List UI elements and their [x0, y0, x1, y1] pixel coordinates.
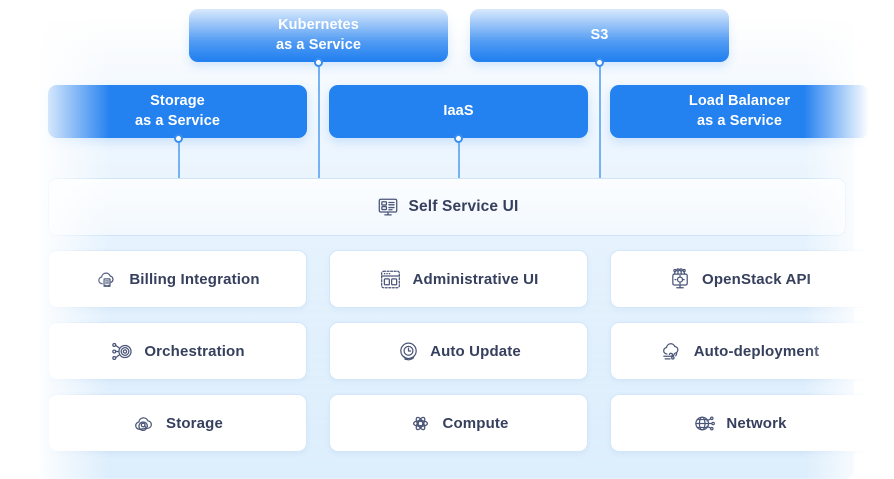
feature-card-label: Auto-deployment — [693, 342, 820, 360]
feature-card-label: Compute — [442, 414, 509, 432]
monitor-gear-antenna-icon — [668, 267, 692, 291]
service-box-line1: IaaS — [443, 102, 474, 119]
atom-molecule-icon — [408, 411, 432, 435]
connector-kubernetes-to-self-service — [318, 62, 320, 182]
connector-iaas-to-self-service — [458, 139, 460, 182]
circular-refresh-clock-icon — [396, 339, 420, 363]
service-box-line2: as a Service — [134, 112, 221, 129]
backdrop-fade-left — [0, 0, 110, 479]
connector-dot-storage-as-a-service — [174, 134, 183, 143]
feature-card-label: Network — [726, 414, 787, 432]
connector-s3-to-self-service — [599, 62, 601, 182]
feature-card-label: Auto Update — [430, 342, 521, 360]
feature-card-auto-update[interactable]: Auto Update — [329, 322, 588, 380]
feature-card-label: Orchestration — [144, 342, 245, 360]
service-box-iaas[interactable]: IaaS — [329, 85, 588, 138]
connector-dot-iaas — [454, 134, 463, 143]
service-box-line1: Storage — [150, 93, 205, 110]
self-service-ui-monitor-icon — [376, 195, 400, 219]
cloud-at-sign-icon — [132, 411, 156, 435]
self-service-ui-label: Self Service UI — [408, 198, 519, 215]
cloud-wind-icon — [660, 339, 684, 363]
globe-connections-icon — [692, 411, 716, 435]
feature-card-label: OpenStack API — [702, 270, 811, 288]
feature-card-label: Billing Integration — [129, 270, 260, 288]
network-nodes-target-icon — [110, 339, 134, 363]
backdrop-fade-top — [0, 0, 894, 60]
backdrop-fade-right — [804, 0, 894, 479]
feature-card-label: Administrative UI — [412, 270, 539, 288]
feature-card-label: Storage — [166, 414, 223, 432]
self-service-ui-bar[interactable]: Self Service UI — [48, 178, 846, 236]
service-box-line2: as a Service — [696, 112, 783, 129]
feature-card-administrative-ui[interactable]: Administrative UI — [329, 250, 588, 308]
feature-card-compute[interactable]: Compute — [329, 394, 588, 452]
service-box-line1: Load Balancer — [688, 93, 791, 110]
connector-storage-service-to-self-service — [178, 139, 180, 182]
dashed-window-layout-icon — [379, 267, 403, 291]
